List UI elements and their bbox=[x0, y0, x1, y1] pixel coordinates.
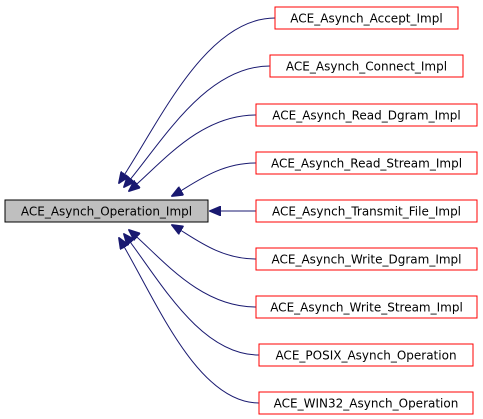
inheritance-edge-6 bbox=[172, 225, 257, 260]
derived-class-box bbox=[258, 391, 474, 415]
base-class-node[interactable]: ACE_Asynch_Operation_Impl bbox=[4, 199, 209, 223]
base-class-label: ACE_Asynch_Operation_Impl bbox=[21, 205, 192, 219]
derived-class-nodes: ACE_Asynch_Accept_ImplACE_Asynch_Connect… bbox=[255, 6, 478, 415]
derived-class-node[interactable]: ACE_Asynch_Write_Dgram_Impl bbox=[255, 247, 478, 271]
derived-class-box bbox=[255, 151, 478, 175]
derived-class-node[interactable]: ACE_Asynch_Read_Stream_Impl bbox=[255, 151, 478, 175]
derived-class-box bbox=[258, 343, 474, 367]
derived-class-node[interactable]: ACE_Asynch_Accept_Impl bbox=[274, 6, 459, 30]
inheritance-edge-3 bbox=[129, 114, 257, 191]
derived-class-label: ACE_WIN32_Asynch_Operation bbox=[274, 397, 459, 411]
derived-class-label: ACE_Asynch_Read_Dgram_Impl bbox=[272, 109, 461, 123]
inheritance-edge-2 bbox=[124, 65, 271, 187]
inheritance-edge-1 bbox=[119, 17, 276, 183]
derived-class-node[interactable]: ACE_POSIX_Asynch_Operation bbox=[258, 343, 474, 367]
inheritance-edge-4 bbox=[172, 162, 257, 196]
derived-class-label: ACE_Asynch_Accept_Impl bbox=[290, 12, 442, 26]
inheritance-edge-9 bbox=[119, 238, 260, 404]
inheritance-edge-8 bbox=[124, 234, 260, 356]
derived-class-node[interactable]: ACE_WIN32_Asynch_Operation bbox=[258, 391, 474, 415]
derived-class-label: ACE_Asynch_Read_Stream_Impl bbox=[271, 157, 462, 171]
derived-class-label: ACE_Asynch_Write_Dgram_Impl bbox=[271, 253, 461, 267]
derived-class-node[interactable]: ACE_Asynch_Transmit_File_Impl bbox=[255, 199, 478, 223]
inheritance-edges bbox=[119, 17, 276, 404]
derived-class-box bbox=[255, 199, 478, 223]
derived-class-node[interactable]: ACE_Asynch_Read_Dgram_Impl bbox=[255, 103, 478, 127]
derived-class-box bbox=[269, 54, 464, 78]
base-class-box bbox=[4, 199, 209, 223]
derived-class-node[interactable]: ACE_Asynch_Connect_Impl bbox=[269, 54, 464, 78]
derived-class-box bbox=[274, 6, 459, 30]
inheritance-edge-7 bbox=[129, 230, 257, 308]
derived-class-node[interactable]: ACE_Asynch_Write_Stream_Impl bbox=[255, 295, 478, 319]
derived-class-label: ACE_Asynch_Transmit_File_Impl bbox=[272, 205, 461, 219]
derived-class-label: ACE_Asynch_Write_Stream_Impl bbox=[270, 301, 463, 315]
derived-class-box bbox=[255, 295, 478, 319]
derived-class-box bbox=[255, 103, 478, 127]
derived-class-label: ACE_POSIX_Asynch_Operation bbox=[275, 349, 456, 363]
derived-class-label: ACE_Asynch_Connect_Impl bbox=[286, 60, 447, 74]
derived-class-box bbox=[255, 247, 478, 271]
